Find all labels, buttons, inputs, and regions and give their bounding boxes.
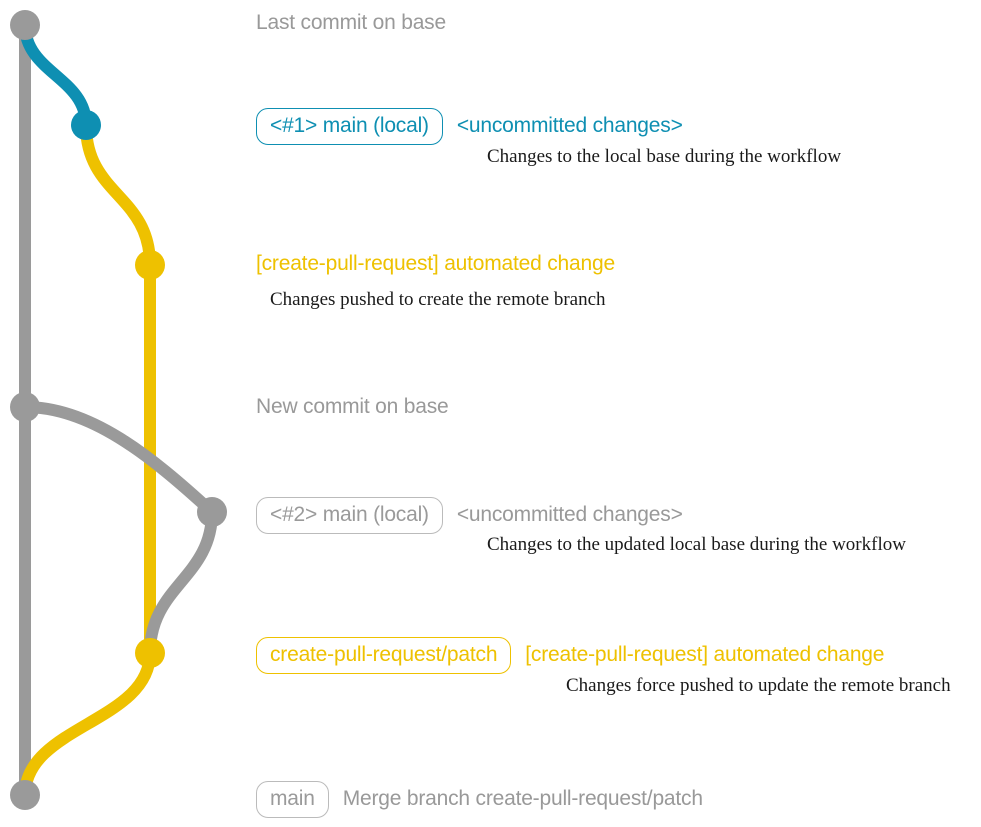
commit-node-base-new[interactable] xyxy=(10,392,40,422)
commit-subject: <uncommitted changes> xyxy=(456,114,683,137)
commit-row-patch-2: create-pull-request/patch [create-pull-r… xyxy=(256,637,884,674)
commit-row-local-2: <#2> main (local) <uncommitted changes> xyxy=(256,497,683,534)
ref-badge-label: create-pull-request/patch xyxy=(256,637,512,674)
commit-row-patch-1: [create-pull-request] automated change xyxy=(256,251,615,277)
commit-node-patch-1[interactable] xyxy=(135,250,165,280)
commit-subject: [create-pull-request] automated change xyxy=(525,643,885,666)
ref-badge-main-local-2[interactable]: <#2> main (local) xyxy=(256,497,443,534)
commit-row-base-new: New commit on base xyxy=(256,394,449,420)
ref-badge-main[interactable]: main xyxy=(256,781,329,818)
ref-badge-label: main xyxy=(256,781,329,818)
ref-badge-main-local-1[interactable]: <#1> main (local) xyxy=(256,108,443,145)
edge-patch2-to-merge xyxy=(19,647,156,801)
ref-badge-create-pull-request-patch[interactable]: create-pull-request/patch xyxy=(256,637,512,674)
commit-description-local-2: Changes to the updated local base during… xyxy=(487,534,906,555)
ref-badge-label: <#2> main (local) xyxy=(256,497,443,534)
commit-subject: Merge branch create-pull-request/patch xyxy=(342,787,703,810)
commit-description-patch-1: Changes pushed to create the remote bran… xyxy=(270,289,606,310)
commit-row-base-head: Last commit on base xyxy=(256,10,446,36)
commit-row-merge: main Merge branch create-pull-request/pa… xyxy=(256,781,703,818)
commit-node-patch-2[interactable] xyxy=(135,638,165,668)
commit-subject: [create-pull-request] automated change xyxy=(256,252,615,275)
ref-badge-label: <#1> main (local) xyxy=(256,108,443,145)
commit-subject: <uncommitted changes> xyxy=(456,503,683,526)
edge-basenew-to-local2 xyxy=(19,401,218,518)
commit-description-local-1: Changes to the local base during the wor… xyxy=(487,146,842,167)
commit-row-local-1: <#1> main (local) <uncommitted changes> xyxy=(256,108,683,145)
commit-node-local-2[interactable] xyxy=(197,497,227,527)
commit-node-base-head[interactable] xyxy=(10,10,40,40)
commit-node-merge[interactable] xyxy=(10,780,40,810)
commit-subject: Last commit on base xyxy=(256,11,446,34)
commit-node-local-1[interactable] xyxy=(71,110,101,140)
commit-subject: New commit on base xyxy=(256,395,449,418)
edge-local1-to-patch1 xyxy=(80,119,156,271)
commit-description-patch-2: Changes force pushed to update the remot… xyxy=(566,675,951,696)
edge-local2-to-patch2 xyxy=(144,506,218,659)
